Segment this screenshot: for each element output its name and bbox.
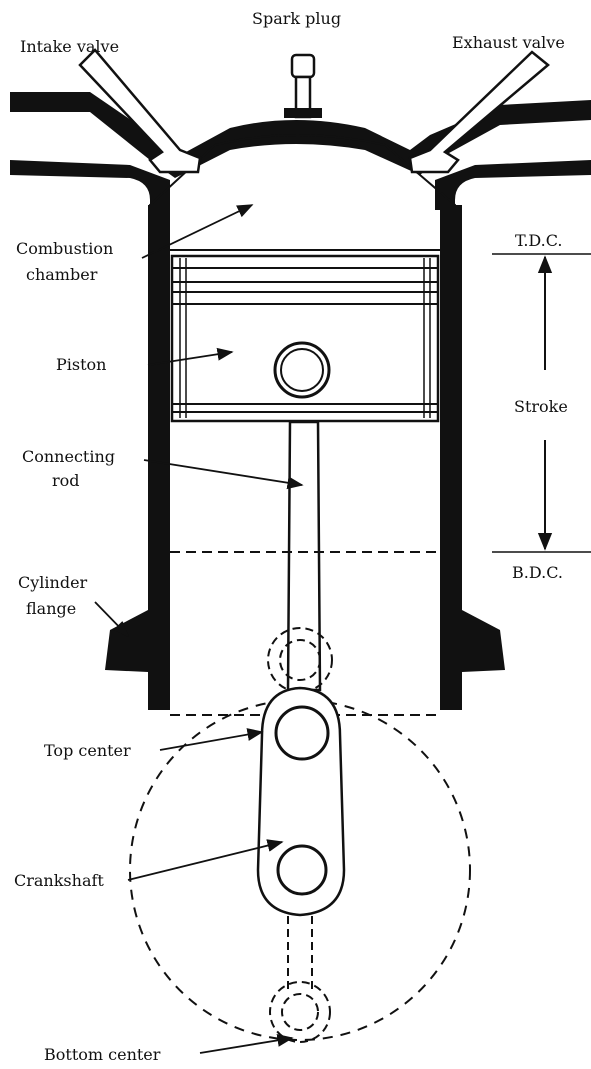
label-spark-plug: Spark plug bbox=[252, 9, 341, 28]
label-connecting-line2: rod bbox=[52, 471, 80, 490]
label-piston: Piston bbox=[56, 355, 106, 374]
exhaust-valve bbox=[408, 50, 550, 174]
leader-arrows bbox=[94, 204, 304, 1054]
label-stroke: Stroke bbox=[514, 397, 568, 416]
label-cylinder-line2: flange bbox=[26, 599, 76, 618]
label-exhaust-valve: Exhaust valve bbox=[452, 33, 565, 52]
label-bdc: B.D.C. bbox=[512, 563, 563, 582]
connecting-rod bbox=[286, 420, 322, 692]
combustion-chamber bbox=[149, 134, 456, 251]
label-tdc: T.D.C. bbox=[515, 231, 563, 250]
label-combustion-line1: Combustion bbox=[16, 239, 113, 258]
intake-valve bbox=[78, 48, 202, 174]
label-crankshaft: Crankshaft bbox=[14, 871, 104, 890]
piston bbox=[170, 254, 440, 423]
spark-plug bbox=[284, 53, 322, 119]
label-combustion-line2: chamber bbox=[26, 265, 98, 284]
stroke-dimension bbox=[492, 253, 591, 553]
label-connecting-line1: Connecting bbox=[22, 447, 115, 466]
label-intake-valve: Intake valve bbox=[20, 37, 119, 56]
label-cylinder-line1: Cylinder bbox=[18, 573, 88, 592]
cylinder-walls bbox=[105, 205, 505, 710]
crankshaft bbox=[256, 686, 346, 917]
label-bottom-center: Bottom center bbox=[44, 1045, 161, 1064]
label-top-center: Top center bbox=[44, 741, 131, 760]
